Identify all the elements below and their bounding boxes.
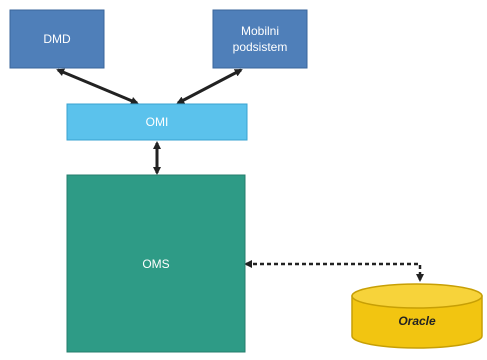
node-mobile-subsystem: Mobilni podsistem bbox=[212, 9, 308, 69]
connector-dmd-omi bbox=[56, 68, 139, 105]
node-oms: OMS bbox=[66, 174, 246, 353]
node-mobile-label-line2: podsistem bbox=[233, 40, 288, 54]
node-oracle-database: Oracle bbox=[351, 283, 483, 349]
node-mobile-label-line1: Mobilni bbox=[241, 24, 279, 38]
node-oms-label: OMS bbox=[142, 257, 169, 271]
node-mobile-box bbox=[212, 9, 308, 69]
node-dmd: DMD bbox=[9, 9, 105, 69]
connector-mobile-omi bbox=[176, 68, 243, 105]
node-dmd-box bbox=[9, 9, 105, 69]
oracle-cylinder-body bbox=[351, 295, 483, 349]
node-omi: OMI bbox=[66, 103, 248, 141]
node-oms-box bbox=[66, 174, 246, 353]
node-omi-box bbox=[66, 103, 248, 141]
oracle-cylinder-top bbox=[351, 283, 483, 309]
connector-oms-oracle bbox=[244, 260, 424, 282]
node-omi-label: OMI bbox=[146, 115, 169, 129]
node-oracle-label: Oracle bbox=[398, 314, 436, 328]
node-dmd-label: DMD bbox=[43, 32, 71, 46]
